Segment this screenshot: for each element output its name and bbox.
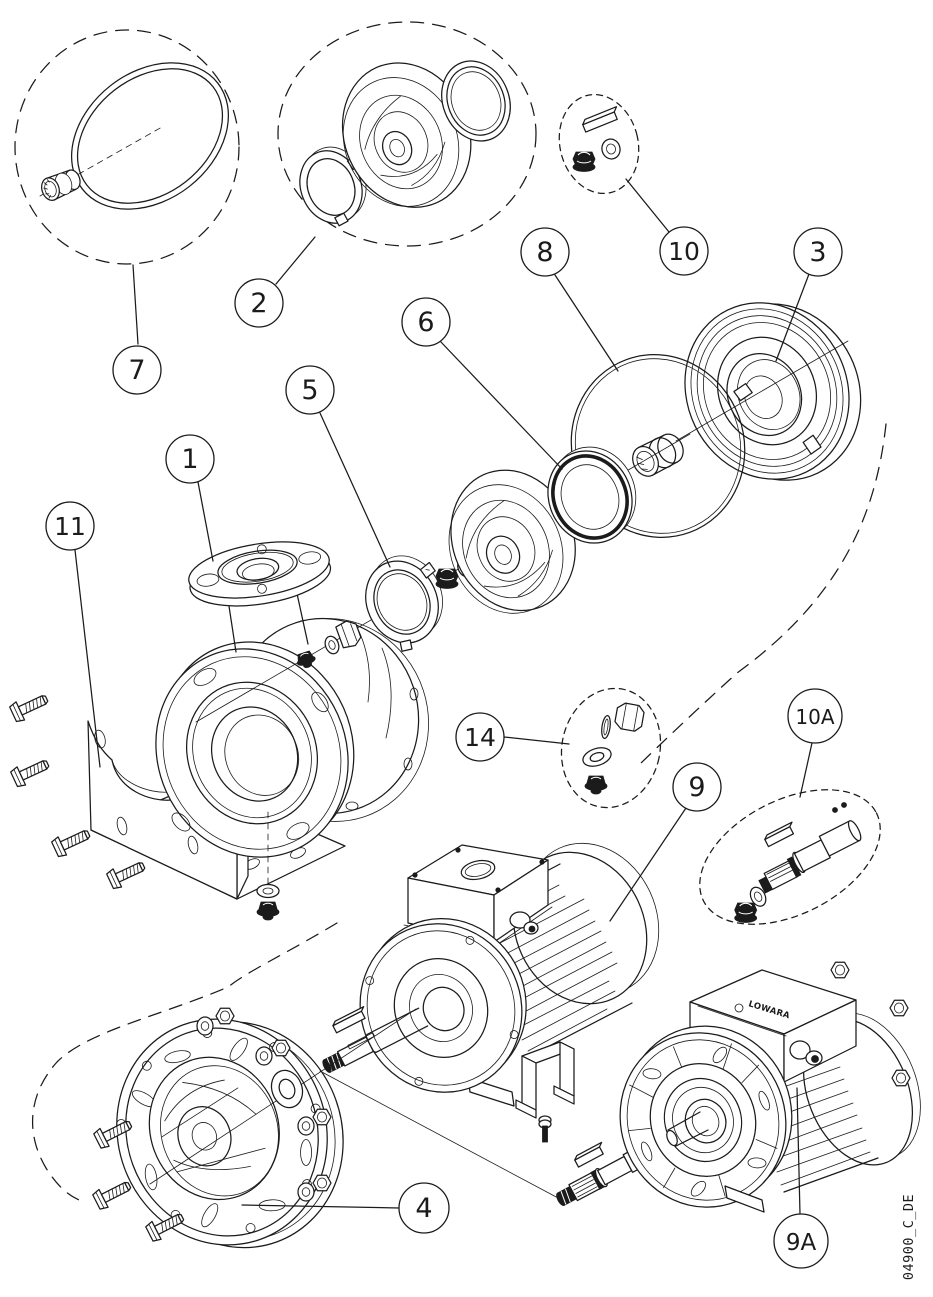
svg-text:7: 7 xyxy=(128,355,145,386)
adapter-bolt xyxy=(91,1175,135,1212)
callout-7: 7 xyxy=(112,345,162,395)
motor-nut xyxy=(830,961,850,979)
callout-4: 4 xyxy=(398,1182,450,1234)
link-line xyxy=(319,1070,561,1200)
shaft-key xyxy=(332,1006,366,1034)
part-motor-alt: LOWARA xyxy=(619,961,921,1213)
bracket-bolt xyxy=(105,855,149,891)
extension-key xyxy=(574,1141,604,1168)
cable-gland-alt xyxy=(789,1040,811,1060)
callout-6: 6 xyxy=(401,297,451,347)
svg-text:3: 3 xyxy=(809,237,826,268)
callout-5: 5 xyxy=(285,365,335,415)
part-impeller-kit xyxy=(299,60,511,227)
bracket-bolt xyxy=(50,823,94,859)
drawing-code: 04900_C_DE xyxy=(901,1194,917,1280)
edge-washer xyxy=(601,714,611,740)
svg-text:11: 11 xyxy=(54,512,86,541)
part-oring-plug-kit xyxy=(39,62,230,210)
svg-text:4: 4 xyxy=(415,1193,432,1224)
callout-3: 3 xyxy=(793,227,843,277)
drain-plug xyxy=(256,901,280,921)
part-impeller xyxy=(448,469,576,614)
flat-washer xyxy=(582,747,612,767)
detail-boundaries xyxy=(14,21,887,1201)
part-adapter-assembly xyxy=(91,1007,417,1249)
callout-9a: 9A xyxy=(773,1213,829,1269)
clamp xyxy=(515,1041,575,1119)
callout-10: 10 xyxy=(659,226,709,276)
part-clamp-ring xyxy=(365,555,443,652)
hex-head-plug xyxy=(614,702,645,732)
callout-14: 14 xyxy=(455,712,505,762)
detail-circle-2 xyxy=(277,21,537,247)
svg-text:10A: 10A xyxy=(795,705,834,729)
detail-circle-7 xyxy=(14,29,240,265)
motor-alt-flange xyxy=(619,1025,793,1208)
svg-text:9A: 9A xyxy=(786,1230,817,1256)
callouts: 7 2 5 1 11 6 8 10 3 14 9 10A xyxy=(45,226,843,1269)
bracket-bolt xyxy=(8,688,52,724)
brand-logo-icon xyxy=(734,1003,744,1013)
part-mechanical-seal xyxy=(632,433,684,477)
motor-alt-shaft-stub xyxy=(666,1111,709,1147)
small-plug xyxy=(584,775,608,795)
group-boundary-right xyxy=(640,423,887,764)
large-washer xyxy=(270,1069,304,1109)
svg-text:6: 6 xyxy=(417,307,434,338)
bracket-bolt xyxy=(9,753,53,789)
shaft-key xyxy=(582,106,618,133)
detail-circle-10 xyxy=(558,93,640,195)
impeller-spare xyxy=(341,62,472,208)
svg-text:8: 8 xyxy=(536,237,553,268)
part-pump-casing xyxy=(155,541,429,921)
part-shaft-kit xyxy=(734,802,862,924)
svg-text:1: 1 xyxy=(181,444,198,475)
detail-circle-10a xyxy=(699,789,881,925)
svg-text:10: 10 xyxy=(668,237,700,266)
callout-8: 8 xyxy=(520,227,570,277)
plug-washer xyxy=(324,635,340,655)
part-key-nut-kit xyxy=(572,106,621,173)
drain-washer xyxy=(256,883,280,899)
wear-ring xyxy=(441,60,511,142)
washer xyxy=(601,138,621,160)
svg-text:5: 5 xyxy=(301,375,318,406)
leader-lines xyxy=(74,178,813,1215)
clamp-screw xyxy=(538,1115,552,1143)
part-seal-ring xyxy=(547,446,637,544)
callout-11: 11 xyxy=(45,501,95,551)
fill-plug xyxy=(41,169,81,201)
discharge-flange xyxy=(188,541,332,607)
motor-flange xyxy=(359,918,527,1093)
svg-text:2: 2 xyxy=(250,288,267,319)
motor-nut xyxy=(891,1069,911,1087)
motor-alt-foot xyxy=(724,1185,765,1213)
part-motor xyxy=(322,842,660,1143)
motor-nut xyxy=(889,999,909,1017)
group-boundary-left xyxy=(31,922,338,1201)
callout-1: 1 xyxy=(165,434,215,484)
suction-flange xyxy=(155,641,355,858)
part-casing-cover xyxy=(684,302,862,481)
svg-text:14: 14 xyxy=(464,723,496,752)
callout-10a: 10A xyxy=(787,688,843,744)
part-plug-kit xyxy=(582,702,645,795)
axis-line-upper-end xyxy=(675,340,849,442)
hex-plug xyxy=(335,620,362,649)
detail-circle-14 xyxy=(560,687,662,809)
svg-text:9: 9 xyxy=(688,772,705,803)
callout-9: 9 xyxy=(672,762,722,812)
callout-2: 2 xyxy=(234,278,284,328)
impeller-nut xyxy=(572,151,596,173)
impeller-nut xyxy=(435,568,459,590)
